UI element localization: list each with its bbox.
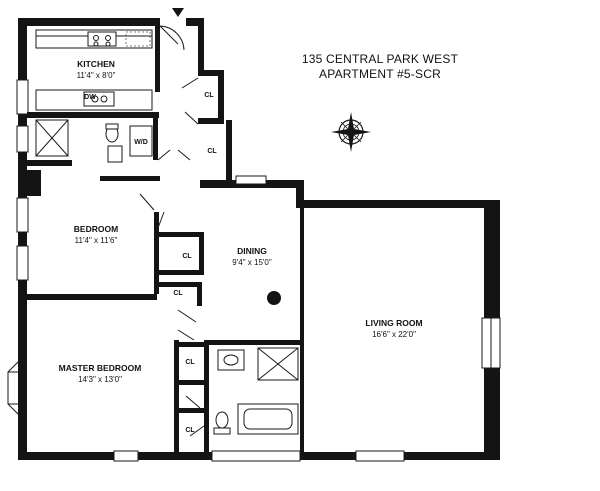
doors xyxy=(139,25,205,437)
compass-rose-icon xyxy=(331,112,371,152)
address-text: 135 CENTRAL PARK WEST xyxy=(302,52,459,66)
room-living: LIVING ROOM 16'6" x 22'0" xyxy=(365,318,422,339)
room-name: LIVING ROOM xyxy=(365,318,422,328)
windows xyxy=(7,79,501,462)
entry-arrow-icon xyxy=(172,8,184,17)
room-name: MASTER BEDROOM xyxy=(59,363,142,373)
dishwasher-label: DW xyxy=(84,94,96,101)
master-bath-fixtures xyxy=(213,347,299,435)
room-master-bedroom: MASTER BEDROOM 14'3" x 13'0" xyxy=(59,363,142,384)
room-name: DINING xyxy=(237,246,267,256)
room-dims: 11'4" x 11'6" xyxy=(75,236,118,245)
room-dining: DINING 9'4" x 15'0" xyxy=(232,246,272,267)
closet-label: CL xyxy=(204,92,214,99)
closet-label: CL xyxy=(185,359,195,366)
fixture-labels: CL CL CL CL CL CL W/D DW xyxy=(84,92,217,434)
exterior-walls xyxy=(18,18,500,460)
room-dims: 11'4" x 8'0" xyxy=(77,71,116,80)
hall-bath-fixtures xyxy=(35,119,153,163)
closet-label: CL xyxy=(207,148,217,155)
kitchen-fixtures xyxy=(35,29,153,111)
interior-walls xyxy=(27,26,304,454)
closet-label: CL xyxy=(182,253,192,260)
plan-title: 135 CENTRAL PARK WEST APARTMENT #5-SCR xyxy=(302,52,459,81)
room-bedroom: BEDROOM 11'4" x 11'6" xyxy=(74,224,118,245)
column-dot-icon xyxy=(267,291,281,305)
room-kitchen: KITCHEN 11'4" x 8'0" xyxy=(77,59,116,80)
washer-dryer-label: W/D xyxy=(134,139,148,146)
room-name: BEDROOM xyxy=(74,224,118,234)
room-name: KITCHEN xyxy=(77,59,115,69)
apartment-text: APARTMENT #5-SCR xyxy=(319,67,441,81)
room-dims: 14'3" x 13'0" xyxy=(78,375,122,384)
room-dims: 16'6" x 22'0" xyxy=(372,330,416,339)
closet-label: CL xyxy=(185,427,195,434)
closet-label: CL xyxy=(173,290,183,297)
room-dims: 9'4" x 15'0" xyxy=(232,258,272,267)
